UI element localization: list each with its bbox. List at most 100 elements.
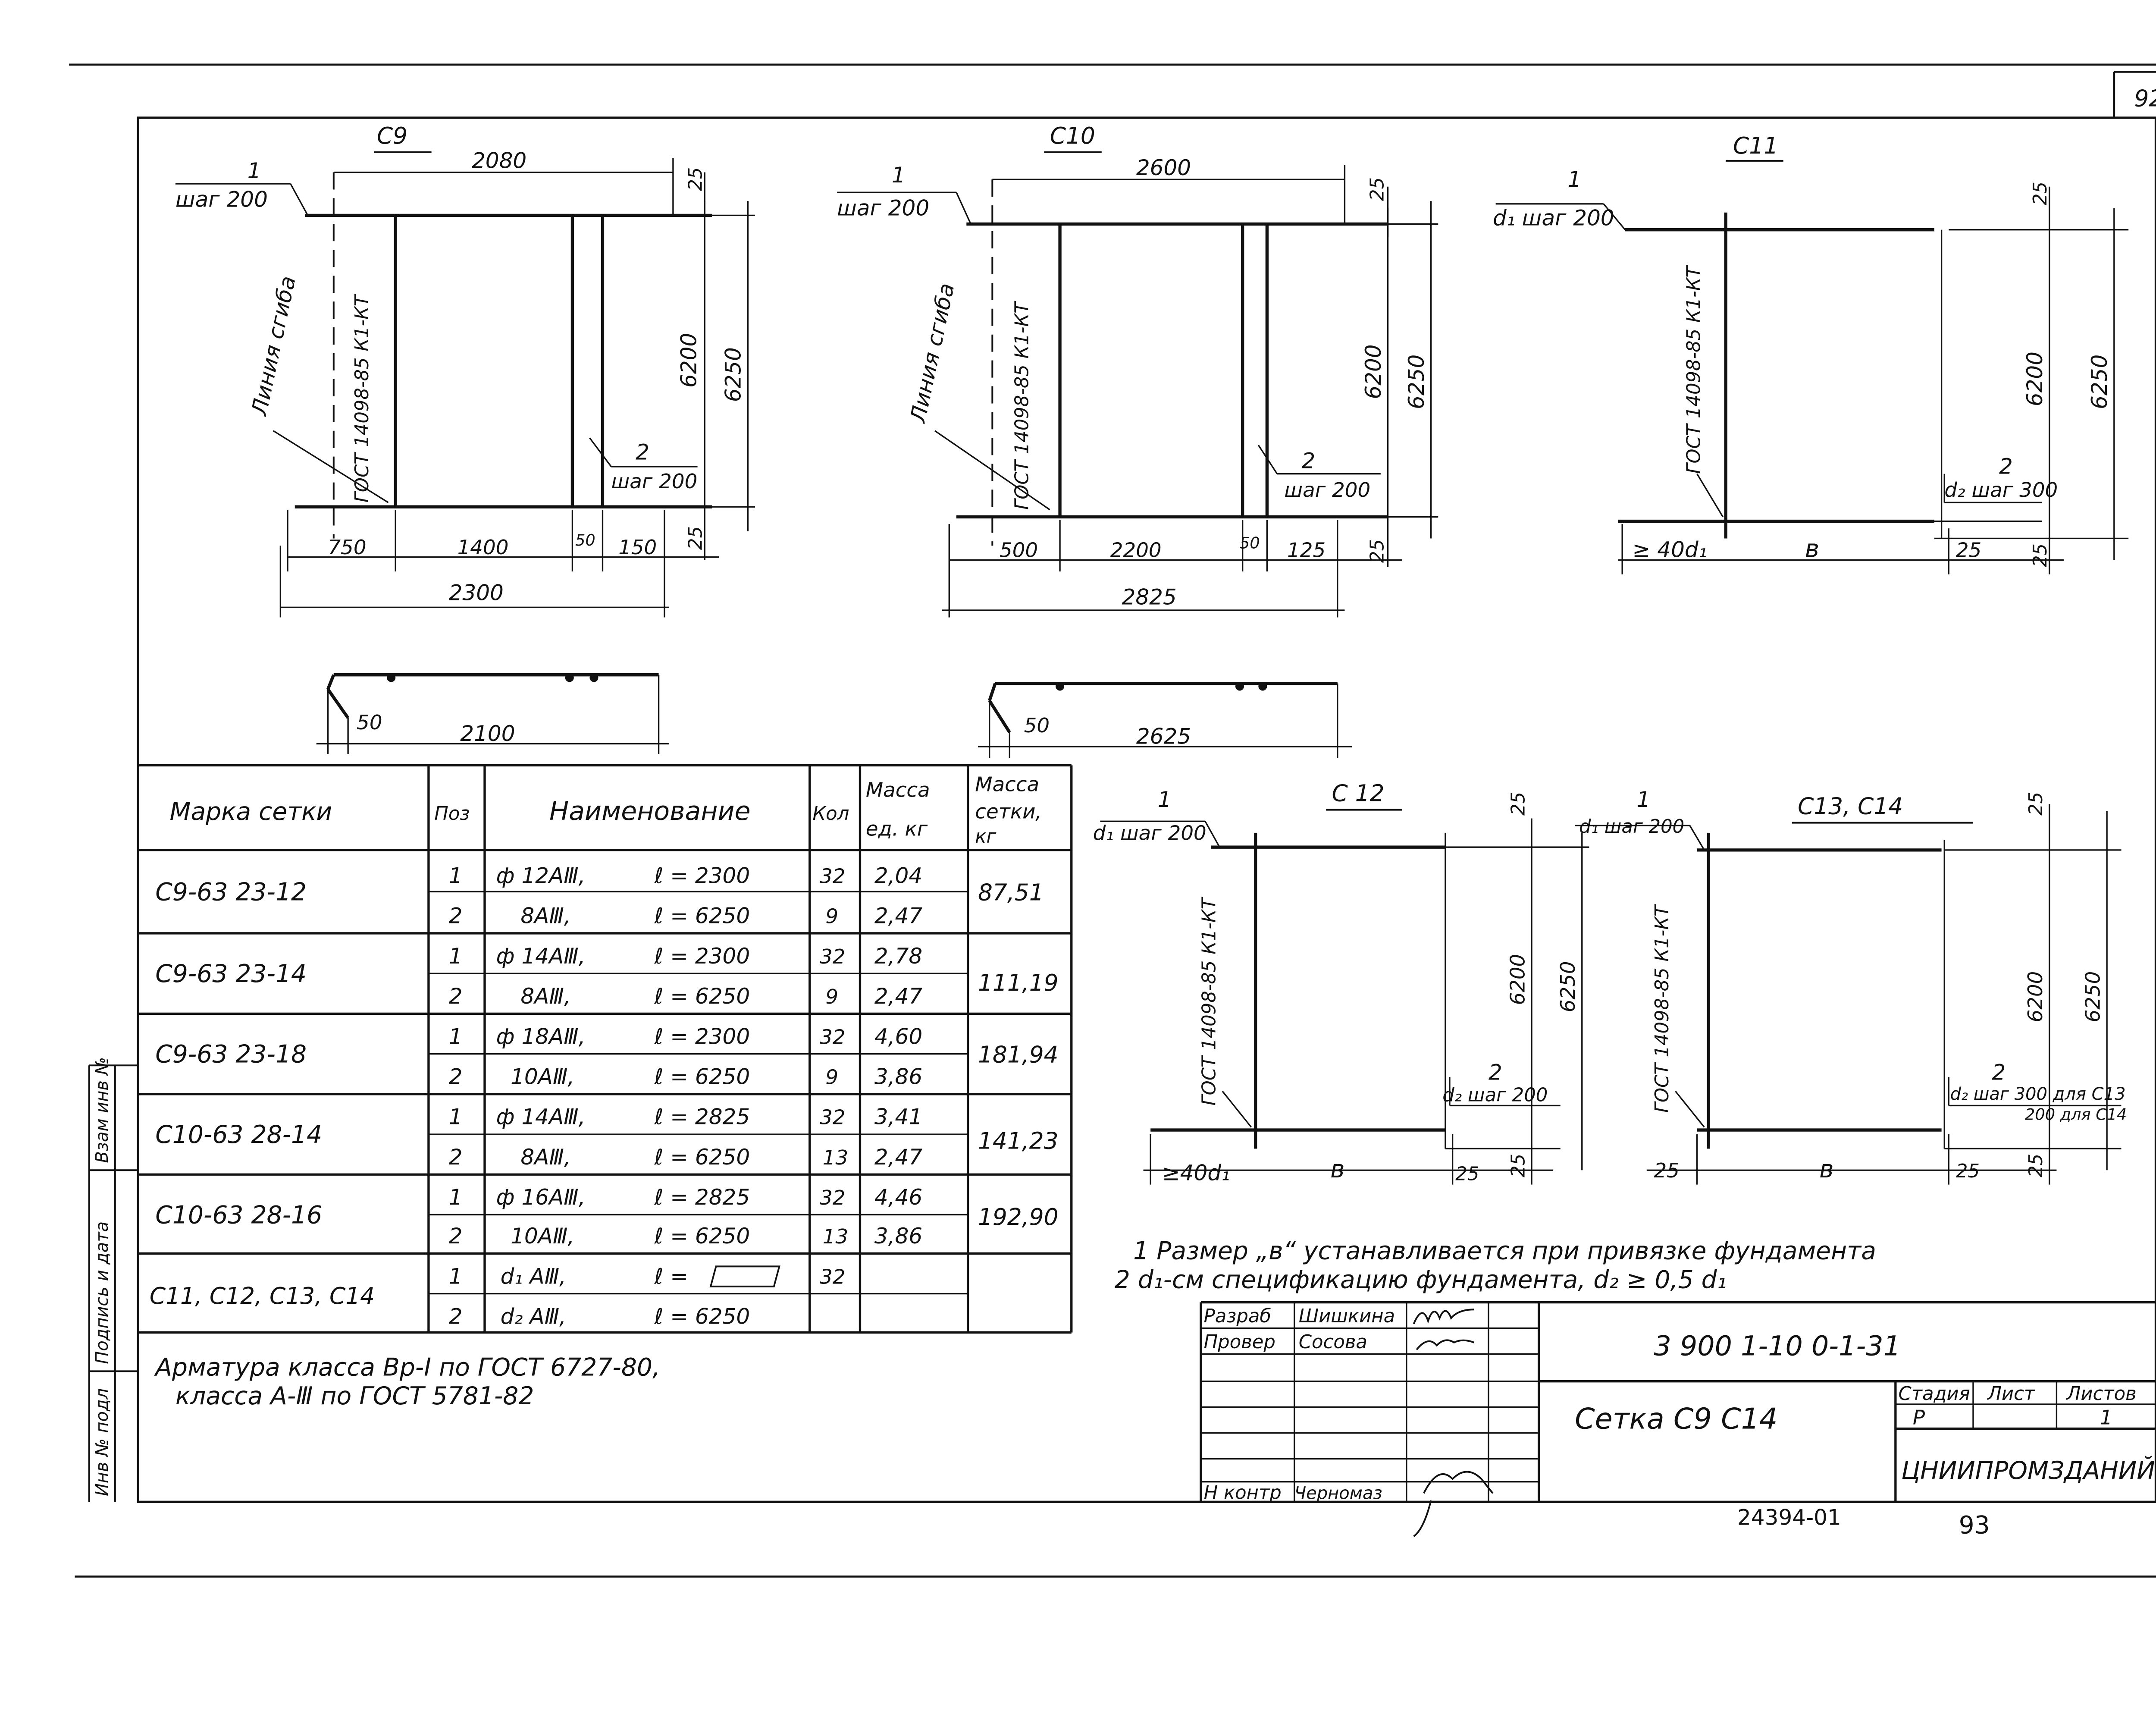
c10-top-dim: 2600 xyxy=(1136,155,1191,180)
row-unit: 2,47 xyxy=(874,904,923,929)
row-unit: 4,60 xyxy=(874,1024,922,1049)
row-qty: 32 xyxy=(820,865,845,888)
c10-bend-length: 2625 xyxy=(1136,724,1191,749)
row-qty: 9 xyxy=(825,905,838,929)
row-name: ф 14АⅢ, xyxy=(496,944,586,969)
row-name: 8АⅢ, xyxy=(520,1145,570,1170)
row-name: 10АⅢ, xyxy=(511,1224,574,1249)
c11-pos2: 2 xyxy=(1999,454,2013,479)
c11-pos1-label: d₁ шаг 200 xyxy=(1493,206,1614,231)
c13-left-dim: 25 xyxy=(1654,1159,1680,1183)
group-mark: С9-63 23-14 xyxy=(155,960,307,988)
group-mark: С10-63 28-14 xyxy=(155,1120,322,1149)
row-name: 8АⅢ, xyxy=(520,904,570,929)
c9-bend-length: 2100 xyxy=(460,721,515,746)
c10-dim-a: 500 xyxy=(1000,539,1038,562)
c9-top-dim: 2080 xyxy=(472,148,526,173)
mesh-c9: С9 xyxy=(175,122,755,754)
role-norm-control: Н контр xyxy=(1204,1482,1282,1504)
c12-bottom-edge: 25 xyxy=(1507,1154,1529,1177)
c13-bottom-edge: 25 xyxy=(2025,1154,2047,1177)
c12-pos1: 1 xyxy=(1158,787,1172,812)
role-checker: Провер xyxy=(1204,1331,1275,1353)
row-pos: 1 xyxy=(449,944,463,969)
row-pos: 2 xyxy=(449,1145,463,1170)
side-stamp-replace: Взам инв № xyxy=(92,1057,112,1163)
c12-inner-height: 6200 xyxy=(1506,954,1529,1005)
c13-pos2: 2 xyxy=(1992,1060,2006,1085)
group-mass: 87,51 xyxy=(978,879,1044,906)
c12-width-label: в xyxy=(1330,1155,1344,1183)
role-developer: Разраб xyxy=(1204,1306,1272,1327)
c12-gost: ГОСТ 14098-85 К1-КТ xyxy=(1198,896,1220,1105)
c9-bottom-edge: 25 xyxy=(685,526,707,550)
th-mesh-mass-a: Масса xyxy=(975,773,1039,796)
c11-bottom-edge: 25 xyxy=(2030,543,2051,567)
row-pos: 2 xyxy=(449,1304,463,1329)
row-qty: 13 xyxy=(823,1146,848,1170)
side-stamp xyxy=(88,1064,138,1502)
row-len: ℓ = 2300 xyxy=(654,863,750,888)
row-len: ℓ = 2825 xyxy=(654,1105,750,1130)
c10-bend-leg: 50 xyxy=(1024,714,1050,738)
th-unit-mass-b: ед. кг xyxy=(866,818,928,841)
page-number: 93 xyxy=(1959,1511,1990,1540)
note-2: 2 d₁-см спецификацию фундамента, d₂ ≥ 0,… xyxy=(1115,1265,1727,1294)
c9-pos2: 2 xyxy=(636,439,649,464)
c13-pos2-label-b: 200 для С14 xyxy=(2025,1105,2127,1124)
row-unit: 2,78 xyxy=(874,944,922,969)
row-len: ℓ = 6250 xyxy=(654,904,750,929)
row-unit: 2,04 xyxy=(874,863,922,888)
c10-bend-line: Линия сгиба xyxy=(905,281,959,425)
row-qty: 9 xyxy=(825,1066,838,1089)
row-pos: 2 xyxy=(449,1064,463,1089)
c9-dim-c: 50 xyxy=(575,531,595,549)
c11-inner-height: 6200 xyxy=(2022,352,2047,406)
c10-top-edge: 25 xyxy=(1366,177,1388,201)
c12-pos2: 2 xyxy=(1489,1060,1502,1085)
c12-top-edge: 25 xyxy=(1507,792,1529,816)
th-pos: Поз xyxy=(434,803,470,825)
c9-dim-a: 750 xyxy=(328,536,366,559)
organization: ЦНИИПРОМЗДАНИЙ xyxy=(1901,1456,2155,1485)
row-name: d₁ АⅢ, xyxy=(501,1264,566,1289)
row-name: ф 16АⅢ, xyxy=(496,1185,586,1210)
c12-right-edge: 25 xyxy=(1455,1164,1479,1185)
c13-outer-height: 6250 xyxy=(2081,971,2105,1023)
c10-pos1-label: шаг 200 xyxy=(837,195,929,220)
note-1: 1 Размер „в“ устанавливается при привязк… xyxy=(1133,1237,1876,1265)
c10-pos1: 1 xyxy=(892,163,906,188)
reinforcement-note-line2: класса А-Ⅲ по ГОСТ 5781-82 xyxy=(175,1382,534,1410)
c9-outer-height: 6250 xyxy=(721,347,746,402)
name-checker: Сосова xyxy=(1299,1331,1367,1353)
c11-title: С11 xyxy=(1733,132,1778,159)
group-mark: С11, С12, С13, С14 xyxy=(150,1283,375,1309)
sheet-title: Сетка С9 С14 xyxy=(1575,1402,1777,1436)
th-name: Наименование xyxy=(549,796,750,826)
c10-overall-width: 2825 xyxy=(1122,585,1176,610)
c13-width-label: в xyxy=(1819,1155,1833,1183)
group-mass: 181,94 xyxy=(978,1042,1059,1068)
mesh-c10: С10 xyxy=(837,122,1438,758)
c9-inner-height: 6200 xyxy=(676,333,701,388)
row-unit: 3,41 xyxy=(874,1105,922,1130)
length-blank-box xyxy=(709,1265,780,1287)
row-len: ℓ = 6250 xyxy=(654,984,750,1009)
stage-value: Р xyxy=(1913,1406,1925,1430)
row-qty: 32 xyxy=(820,1186,845,1210)
c9-dim-b: 1400 xyxy=(458,536,509,559)
c13-gost: ГОСТ 14098-85 К1-КТ xyxy=(1651,904,1673,1113)
sheet-number: 92 xyxy=(2134,85,2156,112)
group-mass: 111,19 xyxy=(978,970,1059,996)
row-qty: 32 xyxy=(820,1265,845,1289)
archive-code: 24394-01 xyxy=(1737,1505,1841,1530)
c13-top-edge: 25 xyxy=(2025,792,2047,816)
c9-gost: ГОСТ 14098-85 К1-КТ xyxy=(351,293,373,502)
th-mesh-mass-b: сетки, xyxy=(975,800,1042,824)
c10-pos2: 2 xyxy=(1301,448,1315,473)
mesh-c13-c14: С13, С14 1 d₁ шаг 200 25 ГОСТ 14098-85 К… xyxy=(1575,787,2127,1185)
c13-pos1: 1 xyxy=(1637,787,1651,812)
c13-pos1-label: d₁ шаг 200 xyxy=(1579,816,1684,838)
stage-header: Стадия xyxy=(1899,1383,1970,1405)
c9-bend-line: Линия сгиба xyxy=(247,274,301,418)
